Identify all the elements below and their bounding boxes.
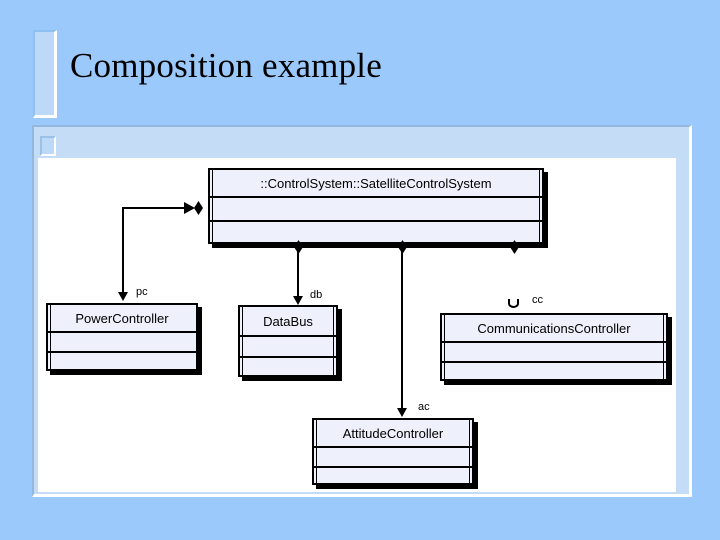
box-inner-rule-left (212, 170, 213, 242)
uml-class-communications-controller[interactable]: CommunicationsController (440, 313, 668, 381)
composition-arrowhead-pc-part (118, 292, 128, 301)
uml-class-satellite-control-system[interactable]: ::ControlSystem::SatelliteControlSystem (208, 168, 544, 244)
composition-arrowhead-cc-part (508, 299, 519, 308)
title-bullet-decoration (33, 30, 57, 118)
page-title: Composition example (70, 46, 382, 85)
composition-arrowhead-ac-part (397, 408, 407, 417)
box-inner-rule-right (539, 170, 540, 242)
connector-segment-ac-vertical (401, 248, 403, 412)
uml-class-power-controller[interactable]: PowerController (46, 303, 198, 371)
role-label-pc: pc (136, 286, 148, 298)
uml-operations-compartment (48, 353, 196, 371)
box-inner-rule-left (242, 307, 243, 375)
composition-arrowhead-db-part (293, 296, 303, 305)
box-inner-rule-left (50, 305, 51, 369)
uml-class-attitude-controller[interactable]: AttitudeController (312, 418, 474, 485)
uml-operations-compartment (442, 363, 666, 381)
uml-class-name-power-controller: PowerController (48, 305, 196, 333)
uml-diagram-canvas: ::ControlSystem::SatelliteControlSystem … (38, 158, 676, 492)
uml-operations-compartment (210, 222, 542, 244)
role-label-db: db (310, 289, 323, 301)
connector-segment-db-vertical (297, 248, 299, 300)
box-inner-rule-left (444, 315, 445, 379)
content-bullet-decoration (40, 136, 56, 156)
composition-diamond-db (294, 240, 303, 254)
role-label-ac: ac (418, 401, 430, 413)
uml-attributes-compartment (210, 198, 542, 222)
role-label-cc: cc (532, 294, 543, 306)
uml-class-name-satellite-control-system: ::ControlSystem::SatelliteControlSystem (210, 170, 542, 198)
uml-class-name-communications-controller: CommunicationsController (442, 315, 666, 343)
connector-segment-pc-vertical (122, 207, 124, 294)
box-inner-rule-left (316, 420, 317, 483)
composition-diamond-pc (194, 201, 203, 215)
composition-diamond-cc (510, 240, 519, 254)
composition-arrowhead-pc-whole (184, 202, 195, 214)
uml-class-name-data-bus: DataBus (240, 307, 336, 337)
box-inner-rule-right (333, 307, 334, 375)
connector-segment-pc-horizontal (122, 207, 186, 209)
uml-attributes-compartment (442, 343, 666, 363)
uml-class-data-bus[interactable]: DataBus (238, 305, 338, 377)
uml-attributes-compartment (240, 337, 336, 358)
box-inner-rule-right (663, 315, 664, 379)
uml-attributes-compartment (48, 333, 196, 353)
box-inner-rule-right (469, 420, 470, 483)
uml-operations-compartment (314, 468, 472, 485)
uml-attributes-compartment (314, 448, 472, 468)
composition-diamond-ac (398, 240, 407, 254)
uml-class-name-attitude-controller: AttitudeController (314, 420, 472, 448)
uml-operations-compartment (240, 358, 336, 377)
